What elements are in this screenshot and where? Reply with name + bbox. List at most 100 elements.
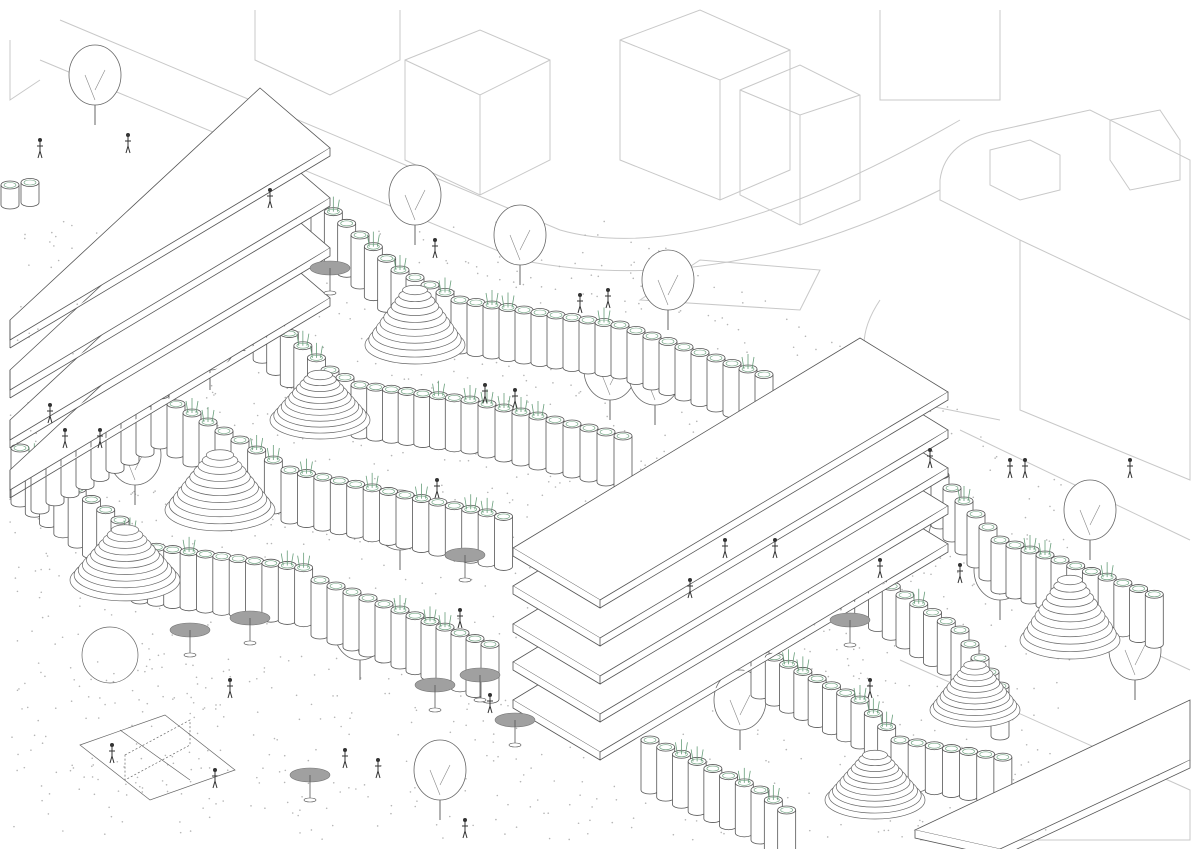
person xyxy=(722,538,728,559)
planter-column xyxy=(390,595,410,670)
planter-column xyxy=(672,739,691,809)
planter-column xyxy=(277,550,297,625)
planter-column xyxy=(596,427,616,487)
planter-column xyxy=(477,389,497,459)
person xyxy=(1127,458,1133,479)
person xyxy=(772,538,778,559)
planter-column xyxy=(382,384,401,444)
planter-column xyxy=(313,472,333,532)
planter-column xyxy=(245,556,264,621)
cone-pavilion xyxy=(1019,574,1121,660)
tree xyxy=(388,164,442,245)
planter-column xyxy=(990,535,1010,595)
umbrella-table xyxy=(459,667,501,703)
person xyxy=(487,693,493,714)
person xyxy=(109,743,115,764)
cone-pavilion xyxy=(929,660,1021,728)
planter-column xyxy=(166,399,186,459)
person xyxy=(1022,458,1028,479)
planter-column xyxy=(297,458,316,528)
planter-column xyxy=(545,415,565,475)
umbrella-table xyxy=(229,610,271,646)
umbrella-table xyxy=(829,612,871,648)
planter-column xyxy=(626,326,646,385)
umbrella-table xyxy=(309,260,351,296)
planter-column xyxy=(1020,535,1040,605)
cone-pavilion xyxy=(824,749,926,820)
planter-column xyxy=(498,292,518,362)
person xyxy=(927,448,933,469)
person xyxy=(47,403,53,424)
planter-column xyxy=(358,593,378,658)
planter-column xyxy=(482,290,502,360)
umbrella-table xyxy=(169,622,211,658)
building-left xyxy=(9,87,331,499)
planter-column xyxy=(0,180,20,210)
planter-column xyxy=(261,558,281,623)
planter-column xyxy=(280,465,300,525)
person xyxy=(957,563,963,584)
planter-column xyxy=(342,587,362,652)
context-buildings xyxy=(9,9,1191,841)
planter-column xyxy=(658,337,678,396)
planter-column xyxy=(562,313,582,372)
planter-column xyxy=(690,348,710,407)
cone-pavilion xyxy=(269,369,371,440)
planter-column xyxy=(1113,578,1133,638)
planter-column xyxy=(734,767,754,838)
building-center xyxy=(512,337,949,761)
planter-column xyxy=(942,744,961,798)
planter-column xyxy=(528,401,548,471)
planter-column xyxy=(395,490,415,550)
person xyxy=(877,558,883,579)
person xyxy=(462,818,468,839)
cone-pavilion xyxy=(69,524,181,602)
planter-column xyxy=(310,575,330,640)
planter-column xyxy=(594,307,614,377)
planter-column xyxy=(294,552,314,628)
planter-column xyxy=(428,497,448,557)
volleyball-court xyxy=(79,626,236,801)
planter-column xyxy=(182,398,202,468)
planter-column xyxy=(511,397,531,467)
person xyxy=(37,138,43,159)
planter-column xyxy=(412,483,431,553)
planter-column xyxy=(530,308,550,367)
planter-column xyxy=(706,353,726,413)
cone-pavilion xyxy=(164,449,276,532)
person xyxy=(457,608,463,629)
tree xyxy=(641,249,695,330)
planter-column xyxy=(228,554,248,619)
person xyxy=(687,578,693,599)
planter-column xyxy=(907,738,927,793)
planter-column xyxy=(429,380,448,451)
planter-column xyxy=(822,681,841,736)
planter-column xyxy=(397,387,417,446)
umbrella-tables xyxy=(169,260,871,803)
planter-column xyxy=(379,487,398,546)
person xyxy=(342,748,348,769)
person xyxy=(482,383,488,404)
person xyxy=(432,238,438,259)
slab-buildings xyxy=(9,87,1191,849)
planter-column xyxy=(793,656,813,721)
planter-column xyxy=(346,479,366,539)
planter-column xyxy=(196,549,215,614)
person xyxy=(577,293,583,314)
umbrella-table xyxy=(414,677,456,713)
planter-column xyxy=(444,393,464,453)
planter-column xyxy=(674,342,694,402)
planter-column xyxy=(362,472,382,543)
person xyxy=(434,478,440,499)
planter-column xyxy=(546,310,566,370)
tree xyxy=(1063,479,1117,560)
planter-column xyxy=(466,298,486,357)
planter-column xyxy=(514,305,534,365)
tree xyxy=(493,204,547,285)
planter-column xyxy=(687,746,707,816)
planter-column xyxy=(366,382,386,442)
planter-column xyxy=(777,805,797,849)
planter-column xyxy=(836,688,856,743)
